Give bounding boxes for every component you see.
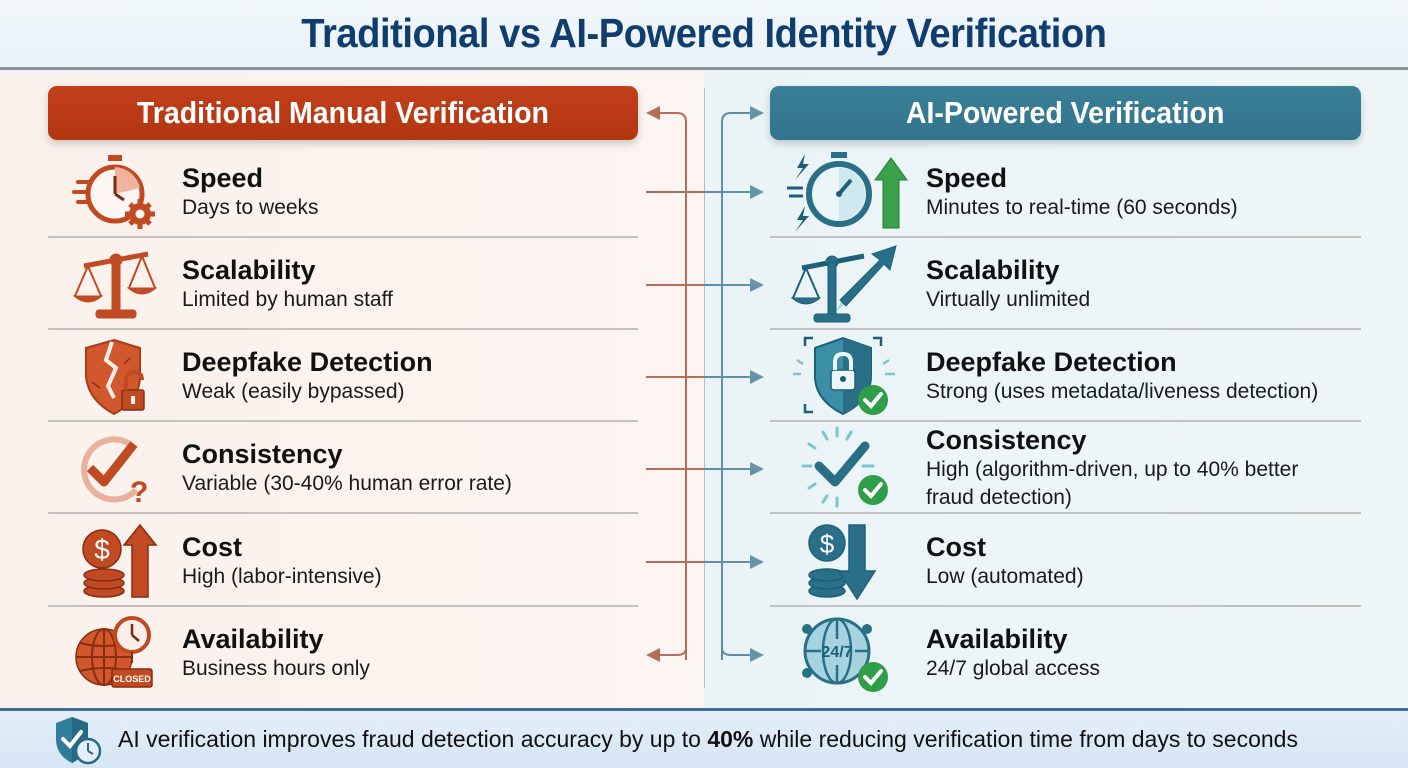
row-divider: [770, 328, 1361, 330]
shield-lock-check-icon: [770, 336, 926, 416]
ai-header: AI-Powered Verification: [770, 86, 1361, 140]
footer-text-after: while reducing verification time from da…: [753, 726, 1298, 752]
row-desc: Limited by human staff: [182, 288, 393, 311]
row-divider: [770, 420, 1361, 422]
row-label: Deepfake Detection: [182, 347, 433, 377]
row-label: Consistency: [926, 425, 1087, 455]
traditional-row-consistency: ? Consistency Variable (30-40% human err…: [48, 422, 638, 514]
traditional-row-speed: Speed Days to weeks: [48, 146, 638, 238]
row-desc: Virtually unlimited: [926, 288, 1091, 311]
svg-text:CLOSED: CLOSED: [113, 674, 151, 684]
row-label: Speed: [926, 163, 1008, 193]
row-desc: Weak (easily bypassed): [182, 380, 405, 403]
row-desc: High (labor-intensive): [182, 565, 382, 588]
checkmark-verified-icon: [770, 426, 926, 508]
svg-text:$: $: [94, 534, 110, 565]
row-label: Consistency: [182, 439, 343, 469]
row-desc: Low (automated): [926, 565, 1084, 588]
row-divider: [48, 605, 638, 607]
ai-row-deepfake: Deepfake Detection Strong (uses metadata…: [770, 330, 1361, 422]
traditional-row-cost: $ Cost High (labor-intensive): [48, 515, 638, 607]
row-divider: [48, 420, 638, 422]
fast-stopwatch-arrow-up-icon: [770, 152, 926, 232]
row-label: Scalability: [926, 255, 1060, 285]
page-title: Traditional vs AI-Powered Identity Verif…: [301, 10, 1107, 56]
row-divider: [48, 512, 638, 514]
row-desc: Days to weeks: [182, 196, 319, 219]
title-bar: Traditional vs AI-Powered Identity Verif…: [0, 0, 1408, 70]
globe-clock-closed-icon: CLOSED: [48, 613, 182, 693]
ai-row-availability: 24/7 Availability 24/7 global access: [770, 607, 1361, 699]
balance-scale-icon: [48, 244, 182, 324]
shield-check-clock-icon: [56, 716, 102, 764]
row-desc: High (algorithm-driven, up to 40% better…: [926, 458, 1299, 509]
traditional-row-deepfake: Deepfake Detection Weak (easily bypassed…: [48, 330, 638, 422]
coins-arrow-up-icon: $: [48, 521, 182, 601]
row-label: Availability: [182, 624, 324, 654]
traditional-row-availability: CLOSED Availability Business hours only: [48, 607, 638, 699]
ai-row-consistency: Consistency High (algorithm-driven, up t…: [770, 422, 1361, 514]
traditional-row-scalability: Scalability Limited by human staff: [48, 238, 638, 330]
row-divider: [48, 328, 638, 330]
ai-row-speed: Speed Minutes to real-time (60 seconds): [770, 146, 1361, 238]
footer-highlight: 40%: [707, 726, 754, 752]
row-label: Availability: [926, 624, 1068, 654]
svg-text:$: $: [820, 529, 835, 559]
row-desc: 24/7 global access: [926, 657, 1100, 680]
svg-text:?: ?: [130, 476, 148, 508]
ai-header-label: AI-Powered Verification: [906, 95, 1225, 130]
broken-shield-unlocked-icon: [48, 336, 182, 416]
footer-banner: AI verification improves fraud detection…: [0, 708, 1408, 768]
ai-row-cost: $ Cost Low (automated): [770, 515, 1361, 607]
footer-text: AI verification improves fraud detection…: [118, 726, 1298, 753]
svg-text:24/7: 24/7: [821, 644, 852, 661]
traditional-header-label: Traditional Manual Verification: [136, 95, 550, 130]
ai-row-scalability: Scalability Virtually unlimited: [770, 238, 1361, 330]
row-label: Deepfake Detection: [926, 347, 1177, 377]
row-desc: Strong (uses metadata/liveness detection…: [926, 380, 1319, 403]
center-divider: [704, 88, 705, 688]
traditional-header: Traditional Manual Verification: [48, 86, 638, 140]
footer-text-before: AI verification improves fraud detection…: [118, 726, 708, 752]
check-question-icon: ?: [48, 428, 182, 508]
row-divider: [770, 236, 1361, 238]
row-desc: Business hours only: [182, 657, 370, 680]
row-desc: Minutes to real-time (60 seconds): [926, 196, 1238, 219]
scale-growth-arrow-icon: [770, 244, 926, 324]
row-divider: [48, 236, 638, 238]
row-label: Speed: [182, 163, 264, 193]
globe-247-check-icon: 24/7: [770, 613, 926, 693]
stopwatch-gear-icon: [48, 152, 182, 232]
row-desc: Variable (30-40% human error rate): [182, 472, 512, 495]
coins-arrow-down-icon: $: [770, 521, 926, 601]
row-label: Scalability: [182, 255, 316, 285]
row-label: Cost: [182, 532, 242, 562]
row-divider: [770, 605, 1361, 607]
row-label: Cost: [926, 532, 986, 562]
row-divider: [770, 512, 1361, 514]
